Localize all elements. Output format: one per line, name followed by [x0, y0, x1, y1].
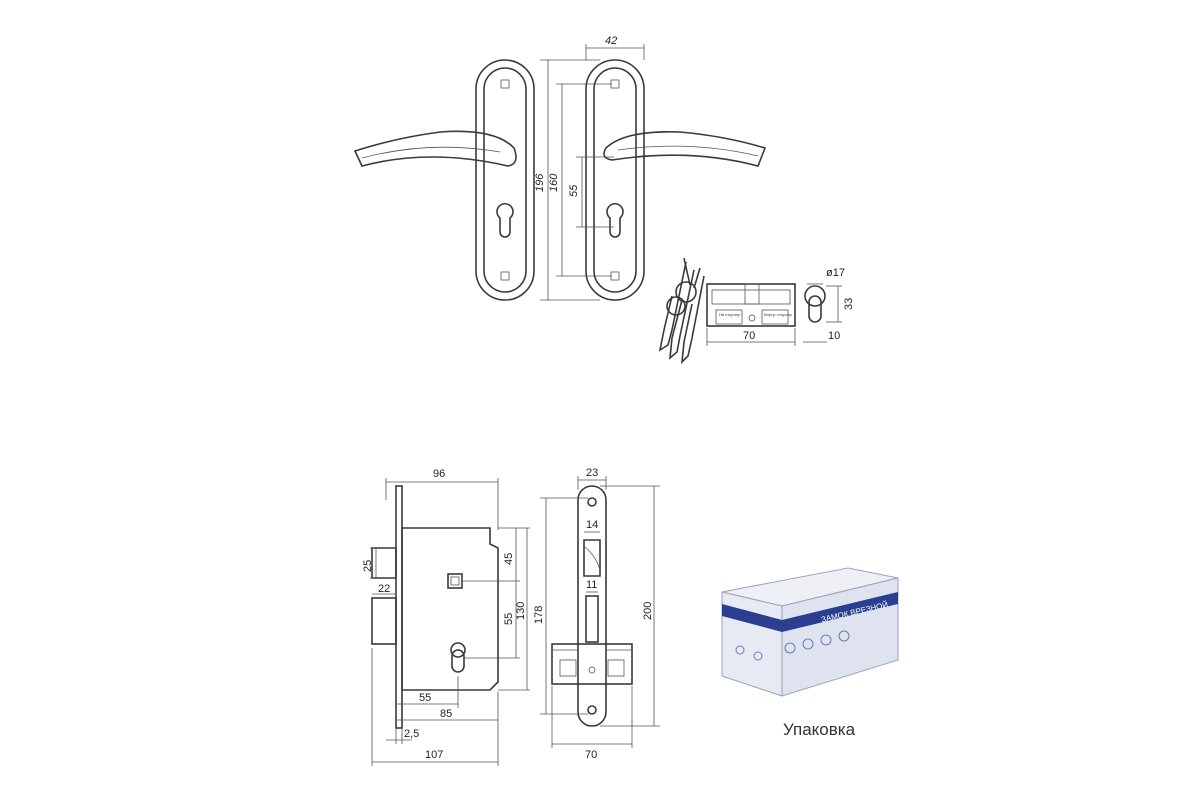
- package-caption: Упаковка: [782, 720, 856, 739]
- dim-cylinder-diameter: ø17: [826, 267, 845, 279]
- dim-cylinder-height: 33: [843, 298, 855, 310]
- right-lever: [603, 131, 767, 167]
- dim-hole-span: 160: [548, 173, 560, 192]
- dim-backset-55: 55: [419, 692, 431, 704]
- cylinder-label-left: На сторону: [719, 312, 740, 317]
- dim-cylinder-offset: 10: [828, 330, 840, 342]
- dim-cylinder-length: 70: [743, 330, 755, 342]
- cylinder-drawing: На сторону Внутр. сторону 70 ø17 33 10: [658, 257, 855, 365]
- faceplate-drawing: 23 14 11 178 200 70: [533, 467, 660, 761]
- dim-faceplate-thickness: 2,5: [404, 728, 419, 740]
- keys-icon: [658, 257, 705, 365]
- dim-bolt-width: 11: [586, 579, 597, 591]
- cylinder-label-right: Внутр. сторону: [764, 312, 792, 317]
- dim-faceplate-to-spindle: 45: [503, 553, 515, 565]
- dim-strike-width: 70: [585, 749, 597, 761]
- right-handle-plate: [585, 59, 645, 301]
- dim-body-width: 96: [433, 468, 445, 480]
- dim-faceplate-width: 23: [586, 467, 598, 479]
- dim-total-height: 196: [534, 173, 546, 192]
- dim-latch-depth: 22: [378, 583, 390, 595]
- dim-latch-width: 14: [586, 519, 598, 531]
- dim-spindle-to-cylinder: 55: [503, 613, 515, 625]
- dim-body-height-178: 178: [533, 606, 545, 624]
- dim-body-height: 130: [515, 602, 527, 620]
- package-box-image: ЗАМОК ВРЕЗНОЙ: [721, 567, 899, 697]
- left-handle-plate: [475, 59, 535, 301]
- dim-latch-offset: 25: [362, 560, 374, 572]
- dim-plate-height-200: 200: [642, 602, 654, 620]
- mortise-lock-drawing: 96 45 55 130 25 22 55 85 2,5: [362, 468, 530, 766]
- left-lever: [353, 130, 517, 167]
- handle-set-drawing: 42 196 160 55: [353, 35, 767, 301]
- dim-backset-85: 85: [440, 708, 452, 720]
- dim-handle-width: 42: [605, 35, 617, 47]
- dim-total-width: 107: [425, 749, 443, 761]
- dim-handle-to-cylinder: 55: [568, 184, 580, 197]
